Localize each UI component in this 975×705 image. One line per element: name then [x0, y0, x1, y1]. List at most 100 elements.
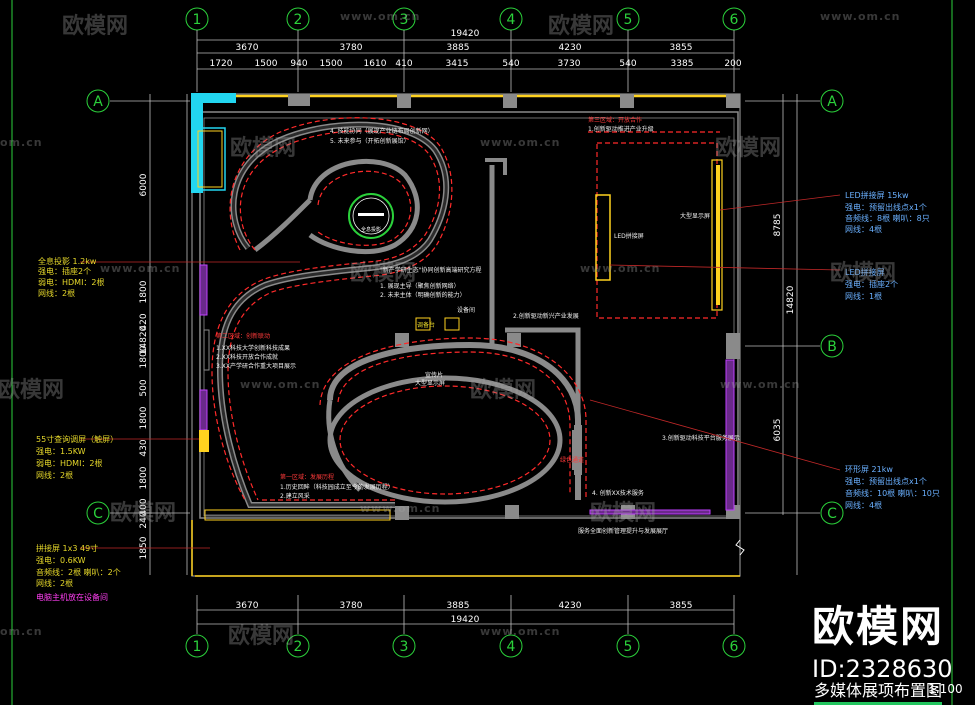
annotation: 3.XX产学研合作重大项目展示 [216, 362, 296, 370]
equip-spec: 全息投影 1.2kw [38, 256, 97, 266]
annotation: 2.建立风采 [280, 492, 310, 500]
equip-spec: 拼接屏 1x3 49寸 [36, 543, 98, 553]
dim-total-width: 19420 [451, 29, 480, 39]
grid-label: 6 [730, 639, 739, 655]
annotation: 5. 未来参与（开拓创新展馆） [330, 137, 410, 145]
dim-top-major: 3885 [447, 43, 470, 53]
equip-spec: 强电：0.6KW [36, 555, 86, 565]
annotation: 第二区域：创新联动 [216, 332, 270, 340]
dim-top-minor: 1720 [210, 59, 233, 69]
equip-spec: 音频线：2根 喇叭：2个 [36, 567, 121, 577]
dim-right-total: 14820 [786, 285, 796, 314]
equip-spec: 网线：1根 [845, 291, 882, 301]
dimension-texts-vertical: 14820 6000 1800 420 1800 500 1800 430 18… [139, 173, 796, 559]
grid-label: A [827, 94, 837, 110]
equip-spec: 强电：预留出线点x1个 [845, 202, 927, 212]
equip-spec: 网线：2根 [38, 288, 75, 298]
dim-bottom-major: 3670 [236, 601, 259, 611]
equip-spec: LED拼接屏 15kw [845, 190, 909, 200]
dim-left: 1800 [139, 466, 149, 489]
equip-spec: 网线：4根 [845, 500, 882, 510]
equip-spec: 音频线：8根 喇叭：8只 [845, 213, 930, 223]
dim-top-minor: 3730 [558, 59, 581, 69]
dim-top-minor: 200 [724, 59, 741, 69]
equip-spec: 强电：插座2个 [845, 279, 898, 289]
annotation: 4. 技能协同（展现产业链布局创新网） [330, 127, 434, 135]
equip-note: 电脑主机放在设备间 [36, 592, 108, 602]
equip-spec: 音频线：10根 喇叭：10只 [845, 488, 940, 498]
dim-top-minor: 1500 [255, 59, 278, 69]
led-wall-label: LED拼接屏 [614, 232, 644, 240]
annotation: 2.创新驱动新兴产业发展 [513, 312, 579, 320]
equip-spec: 网线：2根 [36, 578, 73, 588]
grid-label: 2 [294, 639, 303, 655]
dim-left: 1800 [139, 406, 149, 429]
dim-top-minor: 540 [502, 59, 519, 69]
equip-spec: 网线：2根 [36, 470, 73, 480]
annotation: "新产学研生态"协同创新高端研究方程 [380, 266, 482, 274]
equipment-room-label: 设备间 [457, 306, 475, 314]
leader-lines [80, 194, 841, 549]
right-screens [415, 159, 735, 515]
equip-spec: 55寸查询调屏（触屏） [36, 434, 118, 444]
equip-spec: 弱电：HDMI：2根 [36, 458, 103, 468]
brand-block: 欧模网 ID:2328630 [812, 604, 953, 684]
dim-left: 400 [139, 498, 149, 515]
dim-right: 6035 [773, 419, 783, 442]
grid-bubbles-bottom: 1 2 3 4 5 6 [185, 634, 746, 658]
dim-top-major: 3855 [670, 43, 693, 53]
dimension-lines [110, 30, 820, 634]
equip-spec: 网线：4根 [845, 224, 882, 234]
dim-left: 1800 [139, 345, 149, 368]
dim-total-height: 14820 [139, 325, 149, 354]
grid-label: 1 [193, 12, 202, 28]
grid-label: 5 [624, 12, 633, 28]
oval-screen-label: 大型显示屏 [415, 379, 445, 387]
dim-top-minor: 3385 [671, 59, 694, 69]
dim-left: 6000 [139, 173, 149, 196]
grid-label: 6 [730, 12, 739, 28]
dim-top-minor: 940 [290, 59, 307, 69]
hologram-stage: 全息投影 [348, 193, 394, 239]
dim-left: 1800 [139, 280, 149, 303]
equip-spec: 强电：预留出线点x1个 [845, 476, 927, 486]
equipment-left: 全息投影 1.2kw 强电：插座2个 弱电：HDMI：2根 网线：2根 55寸查… [36, 256, 121, 602]
equipment-right: LED拼接屏 15kw 强电：预留出线点x1个 音频线：8根 喇叭：8只 网线：… [845, 190, 940, 510]
grid-bubbles-rows: A A B C C [86, 89, 844, 525]
dim-top-major: 3670 [236, 43, 259, 53]
drawing-title: 多媒体展项布置图 [814, 677, 943, 705]
grid-label: 1 [193, 639, 202, 655]
equip-spec: 强电：插座2个 [38, 266, 91, 276]
left-wall-screens [199, 264, 210, 452]
brand-name: 欧模网 [812, 602, 945, 651]
dim-left: 430 [139, 439, 149, 456]
grid-label: 3 [400, 639, 409, 655]
big-screen-label: 大型显示屏 [680, 212, 710, 220]
equip-spec: 强电：1.5KW [36, 446, 86, 456]
drawing-scale: 1:100 [928, 682, 963, 696]
dim-top-major: 4230 [559, 43, 582, 53]
annotation: 1.XX科技大学创新科技成果 [216, 344, 290, 352]
room-annotations: 4. 技能协同（展现产业链布局创新网） 5. 未来参与（开拓创新展馆） "新产学… [216, 116, 740, 535]
route-lines [211, 117, 720, 501]
interior-walls [216, 121, 581, 508]
annotation: 服务全面创新管理提升与发展展厅 [578, 527, 668, 535]
dim-top-minor: 410 [395, 59, 412, 69]
oval-title: 宣传片 [425, 371, 443, 379]
equip-spec: LED拼接屏 [845, 267, 885, 277]
dim-top-minor: 540 [619, 59, 636, 69]
dim-top-minor: 1610 [364, 59, 387, 69]
dim-bottom-major: 4230 [559, 601, 582, 611]
equip-spec: 环形屏 21kw [845, 465, 893, 474]
annotation: 1.历史回眸（科技园成立至今的发展历程） [280, 483, 394, 491]
grid-label: 4 [507, 639, 516, 655]
equip-box-label: 调备台 [417, 321, 435, 329]
annotation: 绿色通道 [560, 456, 584, 464]
grid-label: 4 [507, 12, 516, 28]
building-outline [191, 93, 745, 577]
grid-label: 3 [400, 12, 409, 28]
dim-bottom-major: 3780 [340, 601, 363, 611]
grid-bubbles-top: 1 2 3 4 5 6 [185, 7, 746, 31]
dim-left: 500 [139, 379, 149, 396]
